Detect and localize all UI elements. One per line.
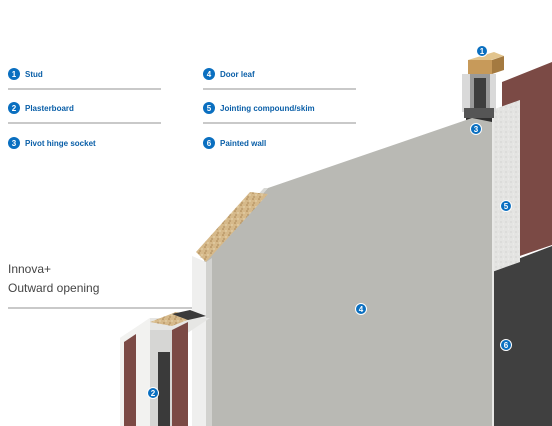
legend-label: Jointing compound/skim [220,103,315,113]
legend-label: Pivot hinge socket [25,138,96,148]
marker-stud: 1 [476,45,488,57]
legend-item-painted-wall: 6 Painted wall [203,137,266,149]
frame-lower-left [120,310,210,426]
painted-wall [494,246,552,426]
legend-number-badge: 1 [8,68,20,80]
marker-pivot-hinge-socket: 3 [470,123,482,135]
stud [462,52,504,112]
door-leaf [192,118,492,426]
legend-item-stud: 1 Stud [8,68,43,80]
legend-number-badge: 2 [8,102,20,114]
legend-label: Door leaf [220,69,255,79]
legend: 1 Stud 2 Plasterboard 3 Pivot hinge sock… [0,0,552,160]
legend-divider [203,122,356,124]
legend-divider [203,88,356,90]
legend-label: Plasterboard [25,103,74,113]
legend-number-badge: 4 [203,68,215,80]
legend-number-badge: 6 [203,137,215,149]
legend-divider [8,88,161,90]
legend-label: Painted wall [220,138,267,148]
marker-door-leaf: 4 [355,303,367,315]
product-subtitle: Outward opening [8,281,100,295]
legend-label: Stud [25,69,43,79]
legend-item-plasterboard: 2 Plasterboard [8,102,74,114]
legend-number-badge: 3 [8,137,20,149]
legend-item-pivot-hinge-socket: 3 Pivot hinge socket [8,137,96,149]
legend-item-door-leaf: 4 Door leaf [203,68,255,80]
legend-divider [8,122,161,124]
marker-painted-wall: 6 [500,339,512,351]
legend-number-badge: 5 [203,102,215,114]
marker-jointing-compound: 5 [500,200,512,212]
marker-plasterboard: 2 [147,387,159,399]
title-divider [8,307,206,309]
legend-item-jointing-compound: 5 Jointing compound/skim [203,102,315,114]
title-block: Innova+ Outward opening [8,261,99,296]
product-name: Innova+ [8,262,52,276]
